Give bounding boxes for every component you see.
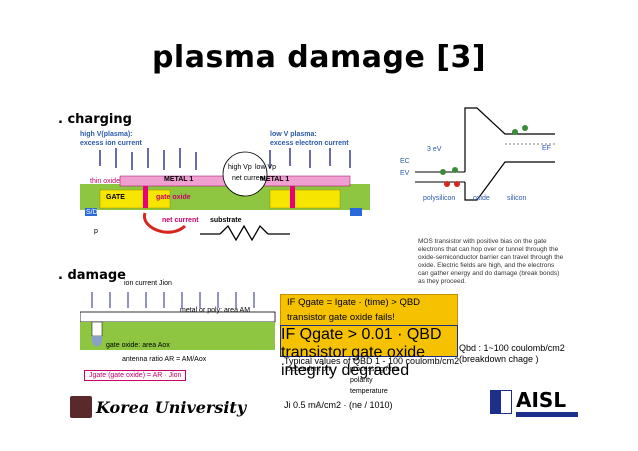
low-v-sub: excess electron current xyxy=(270,140,349,147)
thin-oxide-label: thin oxide xyxy=(90,178,120,185)
damage-ion-arrows xyxy=(91,292,255,308)
mid-label-1: high Vp xyxy=(228,164,252,171)
degradation-condition-line: IF Qgate > 0.01 · QBD xyxy=(281,326,442,343)
sd-right xyxy=(350,208,362,216)
aisl-emblem xyxy=(490,390,512,414)
jgate-label: Jgate (gate oxide) = AR · Jion xyxy=(84,370,187,381)
degradation-condition-box: IF Qgate > 0.01 · QBD transistor gate ox… xyxy=(280,325,458,379)
dependent-label: Dependent on: xyxy=(286,366,332,373)
resistor xyxy=(219,224,269,242)
aisl-bar xyxy=(516,412,578,417)
degradation-result-line: transistor gate oxide integrity degraded xyxy=(281,344,426,379)
mid-label-3: net current xyxy=(232,175,266,182)
energy-label: 3 eV xyxy=(427,146,442,153)
failure-result-line: transistor gate oxide fails! xyxy=(287,312,395,323)
damage-diagram: ion current Jion metal or poly: area AM … xyxy=(79,280,280,400)
ev-label: EV xyxy=(400,170,410,177)
qbd-note-line2: (breakdown chage ) xyxy=(459,354,539,364)
page-number: 16 xyxy=(313,403,321,410)
charging-diagram: high V(plasma): excess ion current low V… xyxy=(80,128,370,243)
high-v-label: high V(plasma): xyxy=(80,131,133,138)
sd-left xyxy=(85,208,97,216)
metal-left-label: METAL 1 xyxy=(164,176,194,183)
korea-university-emblem xyxy=(70,396,92,418)
ef-label: EF xyxy=(542,145,551,152)
net-current-label: net current xyxy=(162,217,199,224)
via-right xyxy=(290,186,295,208)
ec-label: EC xyxy=(400,158,410,165)
low-v-label: low V plasma: xyxy=(270,131,317,138)
ion-arrows xyxy=(99,148,351,170)
typical-values-line: Typical values of QBD 1 - 100 coulomb/cm… xyxy=(284,356,460,366)
band-diagram: 3 eV EF EC EV polysilicon oxide silicon xyxy=(395,100,555,210)
failure-condition-box: IF Qgate = Igate · (time) > QBD transist… xyxy=(280,294,458,327)
mid-label-2: low Vp xyxy=(255,164,277,171)
damage-diagram-svg xyxy=(79,292,276,350)
substrate-label: substrate xyxy=(210,217,242,224)
center-circle xyxy=(222,151,268,197)
gate-oxide-area-label: gate oxide: area Aox xyxy=(106,342,170,349)
ion-current-label: ion current Jion xyxy=(124,280,172,287)
oxide-label: oxide xyxy=(473,195,490,202)
charging-diagram-svg xyxy=(80,148,370,242)
metal-right-label: METAL 1 xyxy=(260,176,290,183)
ji-line: Ji 0.5 mA/cm2 · (ne / 1010) xyxy=(284,400,393,410)
gate-oxide-label: gate oxide xyxy=(156,194,191,201)
section-damage: . damage xyxy=(58,268,126,283)
polysilicon-label: polysilicon xyxy=(423,195,456,202)
sd-label: S/D xyxy=(86,209,98,216)
gate-label: GATE xyxy=(106,194,125,201)
qbd-note-line1: Qbd : 1~100 coulomb/cm2 xyxy=(459,343,565,353)
aisl-logo: AISL xyxy=(516,388,567,412)
damage-oxide-rect xyxy=(80,322,275,350)
failure-condition-line: IF Qgate = Igate · (time) > QBD xyxy=(287,297,421,308)
dependent-item-2: polarity xyxy=(350,377,373,384)
dependent-item-3: temperature xyxy=(350,388,388,395)
gate-poly xyxy=(99,189,171,209)
slide-title: plasma damage [3] xyxy=(151,40,487,75)
p-label: p xyxy=(94,228,98,235)
band-diagram-svg xyxy=(415,107,555,201)
net-current-arrow xyxy=(143,212,187,234)
silicon-label: silicon xyxy=(507,195,527,202)
metal-area-label: metal or poly: area AM xyxy=(180,307,251,314)
band-caption: MOS transistor with positive bias on the… xyxy=(418,238,564,285)
via-left xyxy=(143,186,148,208)
dependent-item-1: processing / tox xyxy=(350,366,400,373)
gate-poly-right xyxy=(269,189,341,209)
section-charging: . charging xyxy=(58,112,132,127)
high-v-sub: excess ion current xyxy=(80,140,142,147)
antenna-label: antenna ratio AR = AM/Aox xyxy=(122,356,207,363)
korea-university-logo: Korea University xyxy=(96,398,247,417)
